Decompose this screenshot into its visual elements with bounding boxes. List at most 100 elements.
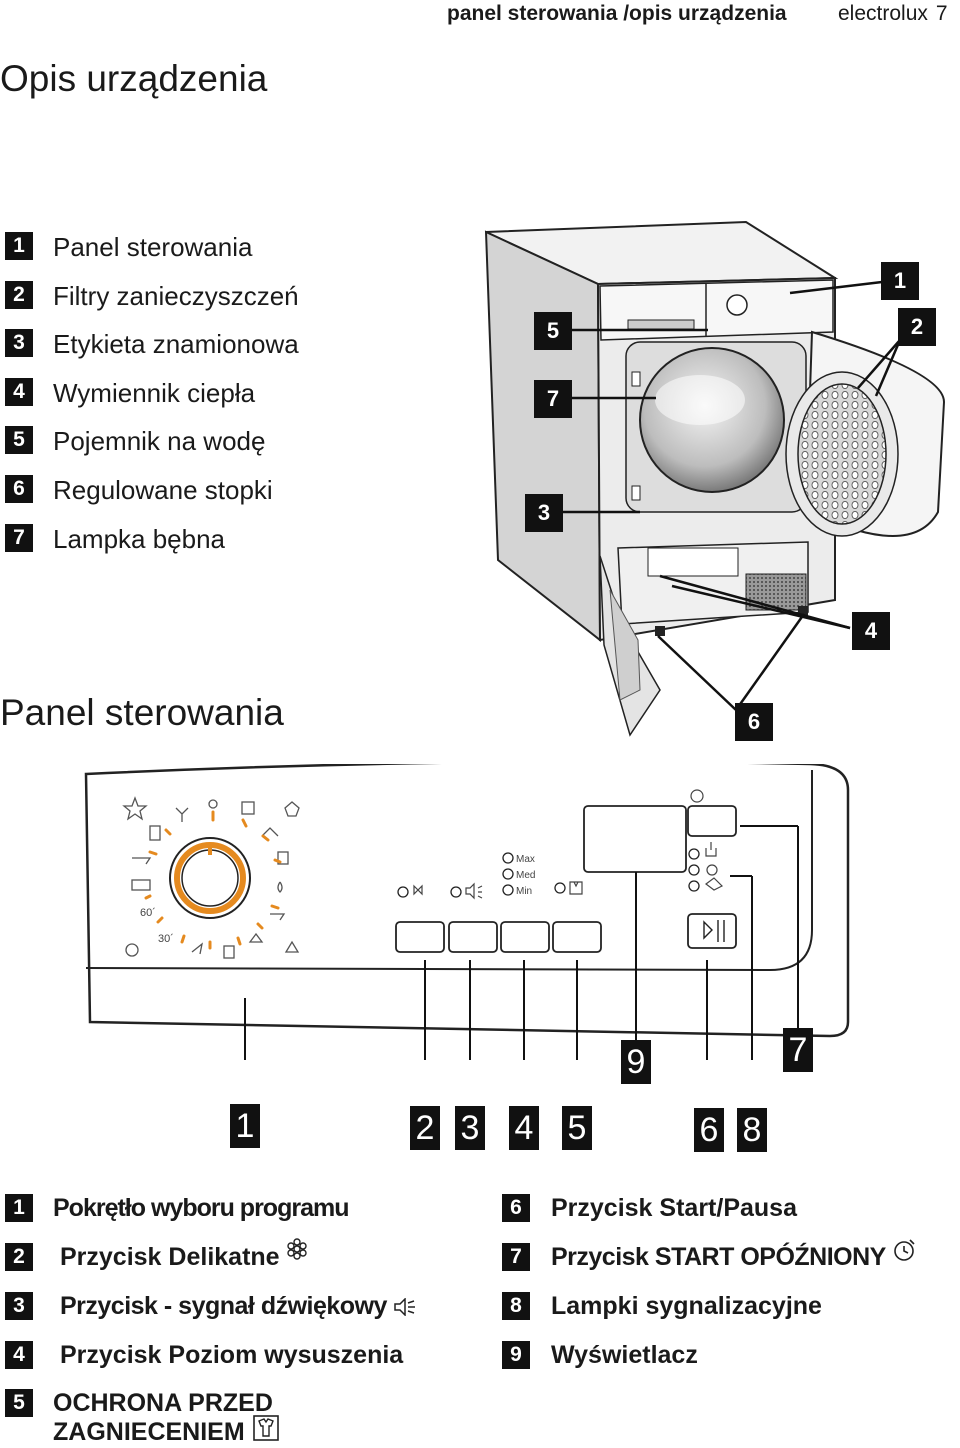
filter-led: [688, 864, 700, 876]
running-header-section: panel sterowania /opis urządzenia: [447, 2, 787, 25]
list-number: 8: [502, 1292, 530, 1320]
control-panel-section-title: Panel sterowania: [0, 692, 284, 733]
page-number: 7: [935, 2, 948, 25]
delicate-led: [397, 886, 409, 898]
delay-clock-icon: [690, 789, 704, 803]
cupboard-dry-icon: [241, 801, 255, 815]
dryness-label-min: Min: [516, 886, 532, 897]
list-label-text: ZAGNIECENIEM: [53, 1418, 245, 1446]
callout-2: 2: [898, 308, 936, 346]
container-led: [688, 848, 700, 860]
dryness-max-led: [502, 852, 514, 864]
dryness-min-led: [502, 884, 514, 896]
list-label: OCHRONA PRZED: [53, 1389, 273, 1417]
speaker-icon: [465, 882, 483, 900]
dial-mark-30: 30´: [158, 933, 174, 945]
anti-crease-led: [554, 882, 566, 894]
buzzer-button[interactable]: [448, 921, 498, 953]
fluff-filter: [797, 383, 887, 525]
program-dial: [169, 837, 251, 919]
dryer-knob: [726, 294, 748, 316]
delay-start-button[interactable]: [687, 805, 737, 837]
list-label: Wymiennik ciepła: [53, 378, 256, 408]
list-number: 1: [5, 1194, 33, 1222]
panel-callout-9: 9: [621, 1040, 651, 1084]
dryness-label-max: Max: [516, 854, 535, 865]
wardrobe-small-icon: [223, 945, 235, 959]
fan-icon: [175, 807, 189, 822]
list-number: 6: [5, 475, 33, 503]
list-label-line2: ZAGNIECENIEM: [53, 1415, 280, 1447]
list-number: 9: [502, 1341, 530, 1369]
panel-callout-1: 1: [230, 1104, 260, 1148]
list-label-text: Przycisk - sygnał dźwiękowy: [60, 1292, 387, 1320]
extra-dry-icon: [208, 799, 218, 809]
buzzer-led: [450, 886, 462, 898]
iron-dry-icon: [132, 857, 152, 865]
dryness-level-button[interactable]: [500, 921, 550, 953]
callout-5: 5: [534, 312, 572, 350]
list-label-text: Przycisk Delikatne: [60, 1243, 280, 1271]
hanger-icon: [261, 827, 279, 837]
list-number: 3: [5, 329, 33, 357]
list-number: 2: [5, 281, 33, 309]
list-label: Lampka bębna: [53, 524, 226, 554]
dryer-side: [484, 230, 602, 643]
list-label: Filtry zanieczyszczeń: [53, 281, 299, 311]
list-label: Etykieta znamionowa: [53, 329, 299, 359]
display-screen: [583, 805, 687, 873]
list-number: 3: [5, 1292, 33, 1320]
dryness-label-med: Med: [516, 870, 535, 881]
water-container-handle: [627, 319, 695, 330]
panel-callout-2: 2: [410, 1106, 440, 1150]
shirt-icon: [284, 801, 300, 817]
wardrobe-icon: [277, 851, 289, 865]
warning-triangle-icon: [284, 940, 300, 953]
list-label: Regulowane stopki: [53, 475, 273, 505]
list-number: 6: [502, 1194, 530, 1222]
list-label: Panel sterowania: [53, 232, 253, 262]
brand-name: electrolux: [838, 2, 928, 25]
iron-low-icon: [191, 942, 203, 955]
delicate-flower-icon: [286, 1238, 307, 1261]
list-number: 1: [5, 232, 33, 260]
panel-callout-6: 6: [694, 1108, 724, 1152]
callout-3: 3: [525, 494, 563, 532]
anti-crease-button[interactable]: [552, 921, 602, 953]
list-number: 7: [5, 524, 33, 552]
heat-exchanger: [745, 573, 807, 611]
list-number: 4: [5, 1341, 33, 1369]
timer-icon: [125, 943, 139, 957]
start-pause-button[interactable]: [687, 913, 737, 949]
delicate-flower-icon: [413, 884, 423, 896]
list-label: Przycisk Delikatne: [60, 1238, 307, 1272]
jeans-icon: [149, 825, 161, 841]
panel-callout-7: 7: [783, 1028, 813, 1072]
delicate-button[interactable]: [395, 921, 445, 953]
delay-clock-icon: [894, 1239, 915, 1262]
callout-6: 6: [735, 703, 773, 741]
water-drop-icon: [277, 881, 283, 893]
dial-mark-60: 60´: [140, 907, 156, 919]
list-label: Przycisk - sygnał dźwiękowy: [60, 1292, 417, 1321]
water-container-icon: [705, 842, 717, 857]
panel-callout-4: 4: [509, 1106, 539, 1150]
filter-icon: [706, 864, 718, 876]
iron-icon: [270, 913, 286, 921]
list-label: Pojemnik na wodę: [53, 426, 266, 456]
panel-callout-8: 8: [737, 1108, 767, 1152]
callout-4: 4: [852, 612, 890, 650]
mix-icon: [131, 879, 151, 891]
anti-crease-shirt-icon: [569, 881, 583, 895]
favourite-star-icon: [122, 796, 148, 821]
list-label: Lampki sygnalizacyjne: [551, 1292, 822, 1320]
list-number: 7: [502, 1243, 530, 1271]
list-label: Przycisk Start/Pausa: [551, 1194, 797, 1222]
list-label-text: Przycisk START OPÓŹNIONY: [551, 1243, 886, 1271]
heat-exchanger-icon: [705, 877, 724, 891]
control-panel-illustration: 60´ 30´ Max Med Min: [84, 764, 850, 1060]
list-number: 2: [5, 1243, 33, 1271]
running-header-brand: electrolux 7: [838, 2, 948, 26]
list-label: Przycisk START OPÓŹNIONY: [551, 1239, 916, 1272]
list-label: Wyświetlacz: [551, 1341, 698, 1369]
